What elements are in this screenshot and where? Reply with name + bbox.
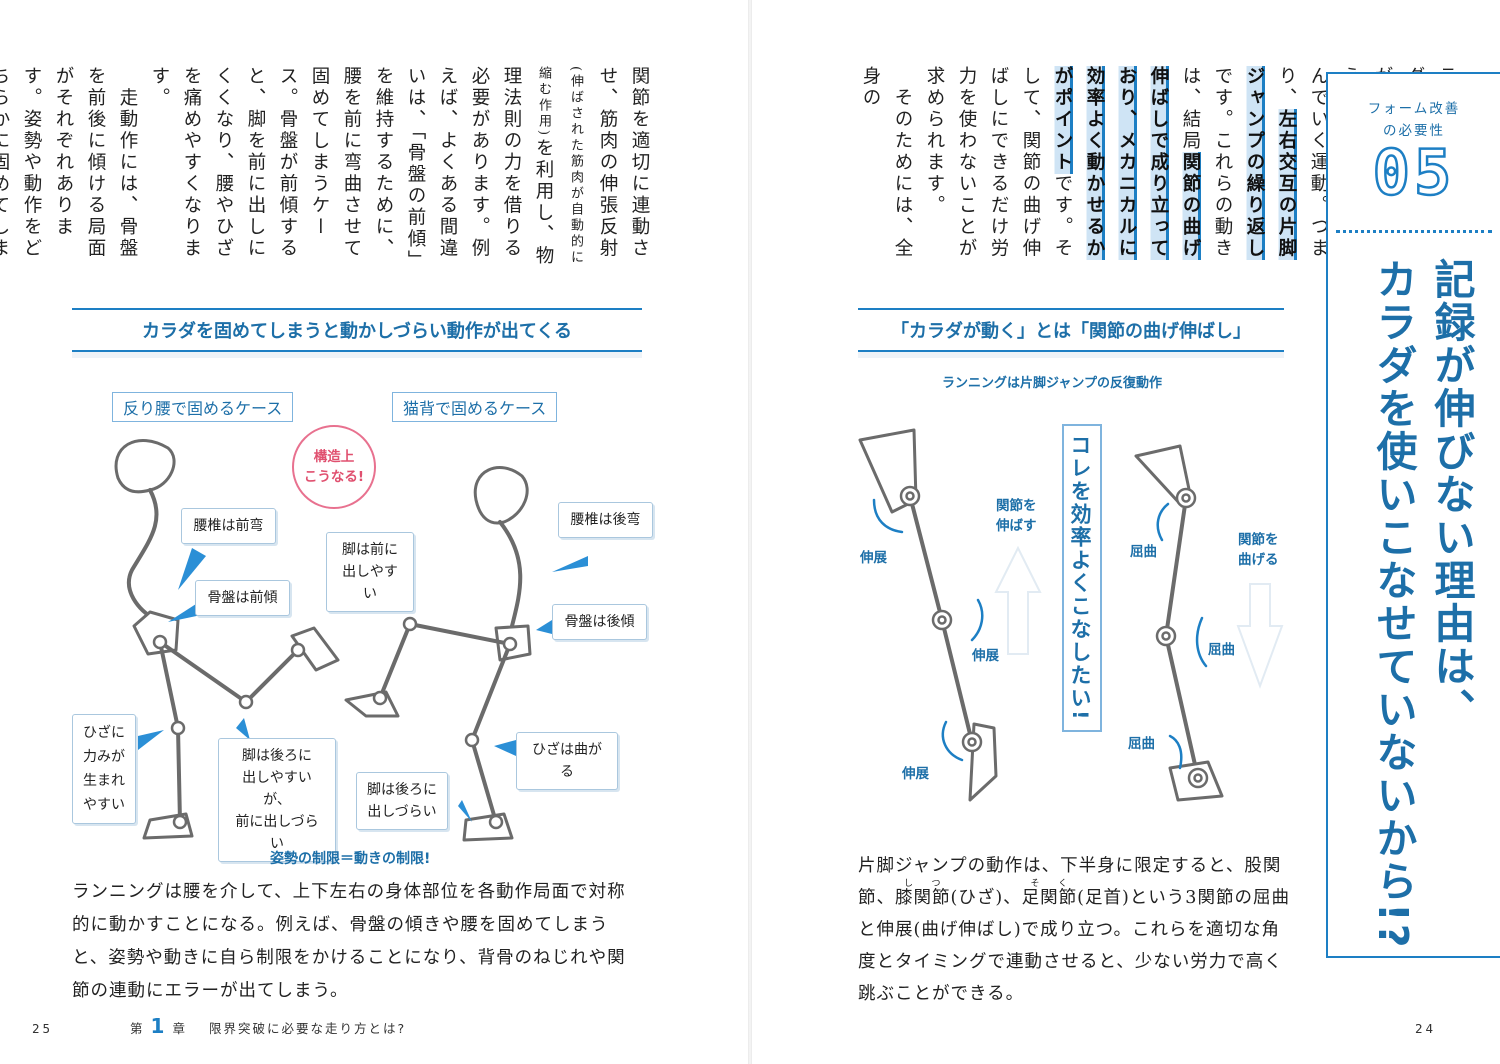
case-label-hunched-back: 猫背で固めるケース — [392, 392, 558, 422]
figure-b-back-ankle-joint — [372, 690, 388, 706]
figure-b-front-foot — [462, 812, 514, 842]
label-extension-knee: 伸展 — [972, 648, 999, 664]
panel-kicker: フォーム改善 の必要性 — [1367, 101, 1461, 139]
vertical-slogan: コレを効率よくこなしたい! — [1062, 424, 1102, 732]
label-bend-joint: 関節を 曲げる — [1238, 532, 1279, 568]
page-gutter — [748, 0, 752, 1064]
pointer-lumbar-kyphosis — [552, 556, 588, 572]
running-head: 第 1 章 限界突破に必要な走り方とは? — [130, 1014, 406, 1038]
bubble-leg-back-hard: 脚は後ろに 出しづらい — [356, 772, 448, 830]
bubble-leg-front-easy: 脚は前に 出しやすい — [326, 532, 414, 612]
ruby-ankle: 足関節そく — [1021, 879, 1078, 908]
leg-joint-diagram — [858, 428, 1284, 802]
figure-b-back-knee-joint — [402, 616, 418, 632]
figure-b-back-leg — [378, 622, 512, 700]
label-flexion-knee: 屈曲 — [1208, 642, 1235, 658]
rotation-arrow-hip-flex — [1156, 502, 1170, 542]
label-extension-ankle: 伸展 — [902, 766, 929, 782]
figure-a-spine — [126, 488, 159, 622]
panel-divider — [1336, 230, 1492, 233]
figure-b-spine — [498, 520, 523, 628]
right-section-title: 「カラダが動く」とは「関節の曲げ伸ばし」 — [858, 308, 1284, 358]
figure-a-back-knee-joint — [238, 694, 254, 710]
left-folio: 25 — [32, 1021, 54, 1036]
figure-a-head — [114, 438, 176, 494]
bubble-lumbar-lordosis: 腰椎は前弯 — [181, 508, 276, 544]
posture-caption: 姿勢の制限＝動きの制限! — [270, 851, 431, 867]
extend-arrow — [994, 545, 1042, 655]
bubble-leg-back-easy: 脚は後ろに 出しやすいが、 前に出しづらい — [218, 738, 336, 862]
case-label-arched-back: 反り腰で固めるケース — [112, 392, 294, 422]
right-body-text: 片脚ジャンプの動作は、下半身に限定すると、股関節、膝関節しつ(ひざ)、足関節そく… — [858, 856, 1290, 1004]
running-head-suffix: 章 — [172, 1021, 187, 1036]
bubble-lumbar-kyphosis: 腰椎は後弯 — [558, 502, 653, 538]
left-page: 関節を適切に連動させ、筋肉の伸張反射(伸ばされた筋肉が自動的に縮む作用)を利用し… — [0, 66, 653, 1038]
pointer-leg-back-hard — [458, 800, 472, 822]
right-page: ランニングは、カラダを伸び縮みさせながら、地面に力を加え、前方に跳んで進んでいく… — [750, 0, 1500, 1064]
pointer-knee-bent — [494, 740, 516, 756]
pointer-pelvis-posterior — [536, 620, 552, 634]
bubble-knee-force: ひざに 力みが 生まれ やすい — [72, 714, 136, 824]
panel-title: 記録が伸びない理由は、 カラダを使いこなせていないから!? — [1369, 258, 1475, 950]
right-folio: 24 — [1414, 1021, 1436, 1036]
rotation-arrow-ankle-flex — [1168, 734, 1183, 770]
figure-b-knee-joint — [464, 732, 480, 748]
figure-b-hip-joint — [502, 636, 518, 652]
right-column-text: ランニングは、カラダを伸び縮みさせながら、地面に力を加え、前方に跳んで進んでいく… — [860, 66, 1457, 260]
figure-b-ankle-joint — [488, 814, 504, 830]
figure-a-hip-joint — [152, 634, 168, 650]
pointer-knee-force — [138, 730, 164, 750]
running-head-title: 限界突破に必要な走り方とは? — [208, 1021, 407, 1036]
running-head-prefix: 第 — [130, 1021, 145, 1036]
figure-b-head — [473, 466, 529, 525]
structure-stamp: 構造上 こうなる! — [292, 425, 376, 509]
rotation-arrow-knee-flex — [1195, 616, 1208, 668]
bubble-pelvis-posterior: 骨盤は後傾 — [552, 604, 647, 640]
right-sub-caption: ランニングは片脚ジャンプの反復動作 — [942, 376, 1162, 391]
figure-a-back-leg — [158, 640, 300, 704]
label-flexion-ankle: 屈曲 — [1128, 736, 1155, 752]
rotation-arrow-knee-ext — [970, 598, 984, 642]
bend-arrow — [1236, 583, 1284, 689]
left-section-title: カラダを固めてしまうと動かしづらい動作が出てくる — [72, 308, 642, 358]
figure-b-back-foot — [344, 690, 400, 718]
rotation-arrow-ankle-ext — [941, 720, 964, 762]
figure-b-front-leg — [470, 642, 512, 824]
label-extend-joint: 関節を 伸ばす — [996, 498, 1037, 534]
left-column-text: 関節を適切に連動させ、筋肉の伸張反射(伸ばされた筋肉が自動的に縮む作用)を利用し… — [0, 66, 650, 272]
running-head-chapter-number: 1 — [150, 1014, 167, 1038]
figure-a-back-ankle-joint — [290, 642, 306, 658]
figure-a-back-foot — [290, 626, 340, 672]
panel-number: 05 — [1371, 135, 1456, 211]
left-body-text: ランニングは腰を介して、上下左右の身体部位を各動作局面で対称的に動かすことになる… — [72, 882, 626, 1001]
chapter-panel: フォーム改善 の必要性 05 記録が伸びない理由は、 カラダを使いこなせていない… — [1326, 72, 1500, 958]
pointer-lumbar-lordosis — [178, 548, 206, 590]
label-flexion-hip: 屈曲 — [1130, 544, 1157, 560]
rotation-arrow-hip-ext — [872, 498, 904, 534]
pointer-leg-back-easy — [236, 718, 250, 740]
figure-a-knee-joint — [170, 720, 186, 736]
left-column-note: (伸ばされた筋肉が自動的に縮む作用) — [536, 66, 583, 267]
label-extension-hip: 伸展 — [860, 550, 887, 566]
bubble-knee-bent: ひざは曲がる — [516, 732, 618, 790]
ruby-knee: 膝関節しつ — [895, 879, 951, 908]
figure-a-ankle-joint — [172, 814, 188, 830]
bubble-pelvis-anterior: 骨盤は前傾 — [195, 580, 290, 616]
